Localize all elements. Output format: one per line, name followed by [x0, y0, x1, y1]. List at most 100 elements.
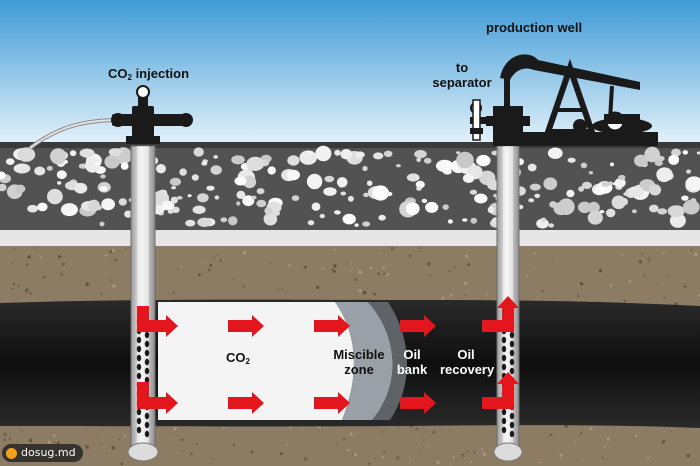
sand-grain [690, 249, 693, 251]
pebble [580, 162, 588, 169]
pebble [342, 213, 356, 225]
pebble [669, 213, 686, 228]
pebble [667, 205, 685, 218]
pebble [176, 196, 183, 200]
sand-grain [643, 274, 646, 277]
sand-grain [382, 265, 386, 269]
perforation [144, 412, 150, 420]
red-arrow-icon [482, 296, 519, 332]
sand-grain [383, 272, 385, 275]
pebble [606, 208, 616, 218]
sand-grain [179, 265, 182, 268]
sand-grain [662, 252, 665, 255]
perforation [501, 417, 507, 425]
sand-grain [550, 433, 553, 436]
pebble [307, 220, 315, 226]
pebble [101, 198, 115, 211]
sand-grain [547, 437, 549, 439]
sand-grain [697, 294, 700, 297]
pebble [456, 151, 461, 155]
pebble [287, 155, 300, 166]
pebble [340, 149, 353, 160]
sand-grain [242, 285, 245, 288]
sand-grain [603, 446, 606, 449]
pebble [462, 218, 468, 222]
pebble [324, 175, 335, 183]
injection-well [127, 145, 159, 462]
sand-grain [647, 457, 650, 460]
sand-grain [13, 249, 15, 251]
pebble [336, 177, 348, 188]
sand-grain [623, 299, 627, 303]
pebble [578, 186, 584, 192]
pebble [476, 154, 491, 167]
pebble [612, 182, 618, 186]
pebble [682, 150, 688, 155]
sand-grain [525, 275, 528, 277]
sand-grain [350, 270, 352, 272]
pebble [354, 223, 359, 227]
pebble [231, 155, 245, 165]
sand-grain [42, 275, 47, 279]
sand-grain [103, 446, 105, 448]
co2-zone [158, 302, 354, 420]
sand-grain [349, 432, 353, 436]
co2-zone-subscript: 2 [245, 357, 250, 366]
perforation [136, 363, 142, 371]
pebble [85, 158, 100, 173]
red-arrow-icon [314, 315, 350, 337]
perforation [144, 376, 150, 384]
pebble [236, 190, 246, 199]
sand-grain [61, 262, 65, 266]
production-wellhead [470, 99, 530, 146]
sand-grain [383, 451, 386, 454]
sand-grain [621, 281, 624, 284]
sand-grain [196, 443, 199, 446]
pebble [210, 165, 222, 175]
sand-grain [381, 456, 385, 459]
oil-recovery-label: Oil recovery [440, 347, 494, 377]
pebble [120, 162, 129, 170]
to-separator-line1: to [455, 60, 469, 75]
sand-grain [342, 437, 346, 441]
pebble [197, 193, 209, 203]
pebble [74, 182, 88, 194]
red-arrow-icon [400, 392, 436, 414]
sand-grain [429, 274, 432, 276]
sand-grain [635, 434, 638, 438]
pebble [529, 183, 541, 191]
oil-bank-line1: Oil [403, 347, 421, 362]
sand-grain [415, 427, 418, 430]
perforation [144, 367, 150, 375]
sand-grain [182, 450, 185, 452]
sand-grain [99, 442, 102, 445]
sand-grain [47, 440, 51, 444]
pebble [79, 148, 95, 158]
pebble [671, 148, 681, 157]
pebble [191, 174, 199, 181]
sand-grain [123, 434, 127, 437]
watermark: dosug.md [2, 444, 83, 462]
sand-grain [662, 439, 666, 443]
sand-grain [11, 287, 14, 291]
sand-grain [104, 254, 108, 257]
perforation [509, 430, 515, 438]
red-arrow-icon [482, 372, 519, 409]
pebble [599, 210, 605, 214]
sand-grain [354, 278, 358, 282]
perforation [136, 372, 142, 380]
sand-grain [426, 446, 429, 449]
sand-grain [427, 262, 431, 266]
sand-grain [628, 280, 632, 283]
sand-grain [541, 289, 544, 292]
sand-grain [219, 259, 222, 262]
sand-grain [386, 273, 390, 276]
pebble [93, 204, 103, 211]
pebble [685, 176, 700, 191]
pebble [614, 178, 626, 188]
pebble [171, 186, 177, 190]
sand-grain [114, 258, 118, 261]
sand-grain [453, 266, 456, 269]
red-arrow-icon [314, 392, 350, 414]
sand-grain [343, 296, 345, 298]
